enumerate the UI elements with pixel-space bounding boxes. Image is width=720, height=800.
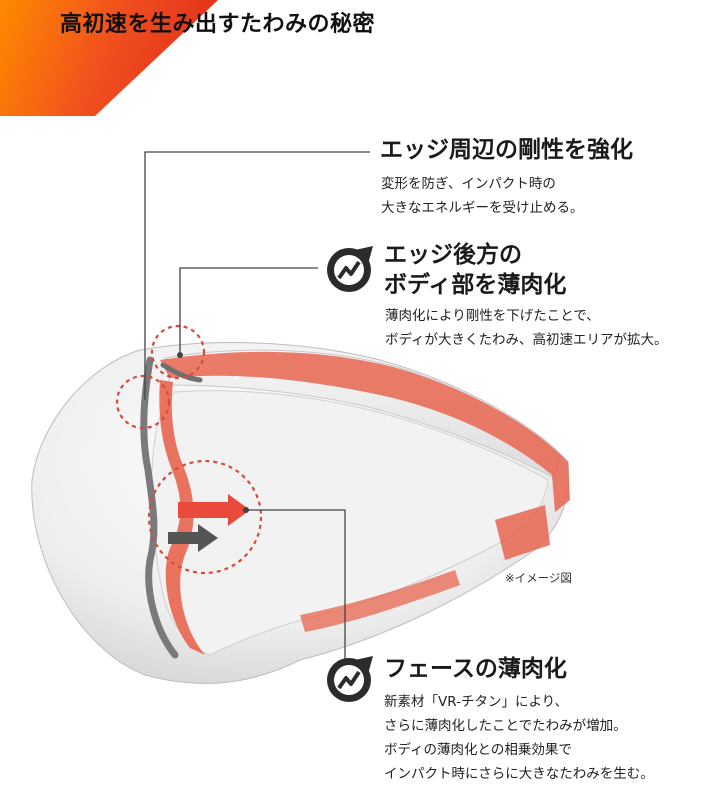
feature-body-desc-line: ボディが大きくたわみ、高初速エリアが拡大。 (385, 332, 668, 348)
edge-side-dashed-circle (115, 374, 171, 430)
feature-edge-title: エッジ周辺の剛性を強化 (380, 137, 633, 163)
face-edge-gray (140, 356, 179, 659)
energy-bolt-badge-icon (327, 246, 373, 292)
leader-dot-face (243, 507, 249, 513)
feature-body-desc-line: 薄肉化により剛性を下げたことで、 (385, 308, 600, 324)
flex-arrow-red (178, 494, 250, 526)
feature-face-desc-line: さらに薄肉化したことでたわみが増加。 (384, 718, 627, 734)
banner-accent-shape (0, 0, 218, 116)
leader-dot-body (177, 352, 183, 358)
feature-edge-desc-line: 変形を防ぎ、インパクト時の (381, 176, 556, 192)
feature-face-title: フェースの薄肉化 (384, 656, 567, 682)
feature-body-title-line: エッジ後方の (384, 242, 522, 268)
header-banner (0, 0, 218, 116)
feature-edge-desc-line: 大きなエネルギーを受け止める。 (381, 200, 584, 216)
feature-body-description: 薄肉化により剛性を下げたことで、 ボディが大きくたわみ、高初速エリアが拡大。 (385, 304, 668, 352)
leader-line-body (179, 267, 318, 355)
feature-face-description: 新素材「VR-チタン」により、 さらに薄肉化したことでたわみが増加。 ボディの薄… (384, 690, 654, 786)
feature-face-desc-line: ボディの薄肉化との相乗効果で (384, 742, 572, 758)
thin-body-highlight (160, 351, 570, 512)
leader-line-edge (144, 151, 370, 400)
edge-top-dashed-circle (150, 324, 206, 380)
face-dashed-circle (147, 459, 263, 575)
rear-edge-highlight (495, 505, 550, 560)
feature-edge-description: 変形を防ぎ、インパクト時の 大きなエネルギーを受け止める。 (381, 172, 584, 220)
crown-edge-gray (160, 362, 203, 383)
flex-arrow-gray (168, 524, 218, 552)
image-note: ※イメージ図 (505, 571, 572, 585)
leader-line-face (246, 509, 346, 665)
feature-face-desc-line: インパクト時にさらに大きなたわみを生む。 (384, 766, 654, 782)
page-title: 高初速を生み出すたわみの秘密 (60, 12, 376, 37)
feature-body-title: エッジ後方の ボディ部を薄肉化 (384, 240, 566, 300)
energy-bolt-badge-icon (327, 656, 373, 702)
sole-edge-highlight (300, 570, 460, 632)
feature-body-title-line: ボディ部を薄肉化 (384, 272, 567, 298)
feature-face-desc-line: 新素材「VR-チタン」により、 (384, 694, 569, 710)
